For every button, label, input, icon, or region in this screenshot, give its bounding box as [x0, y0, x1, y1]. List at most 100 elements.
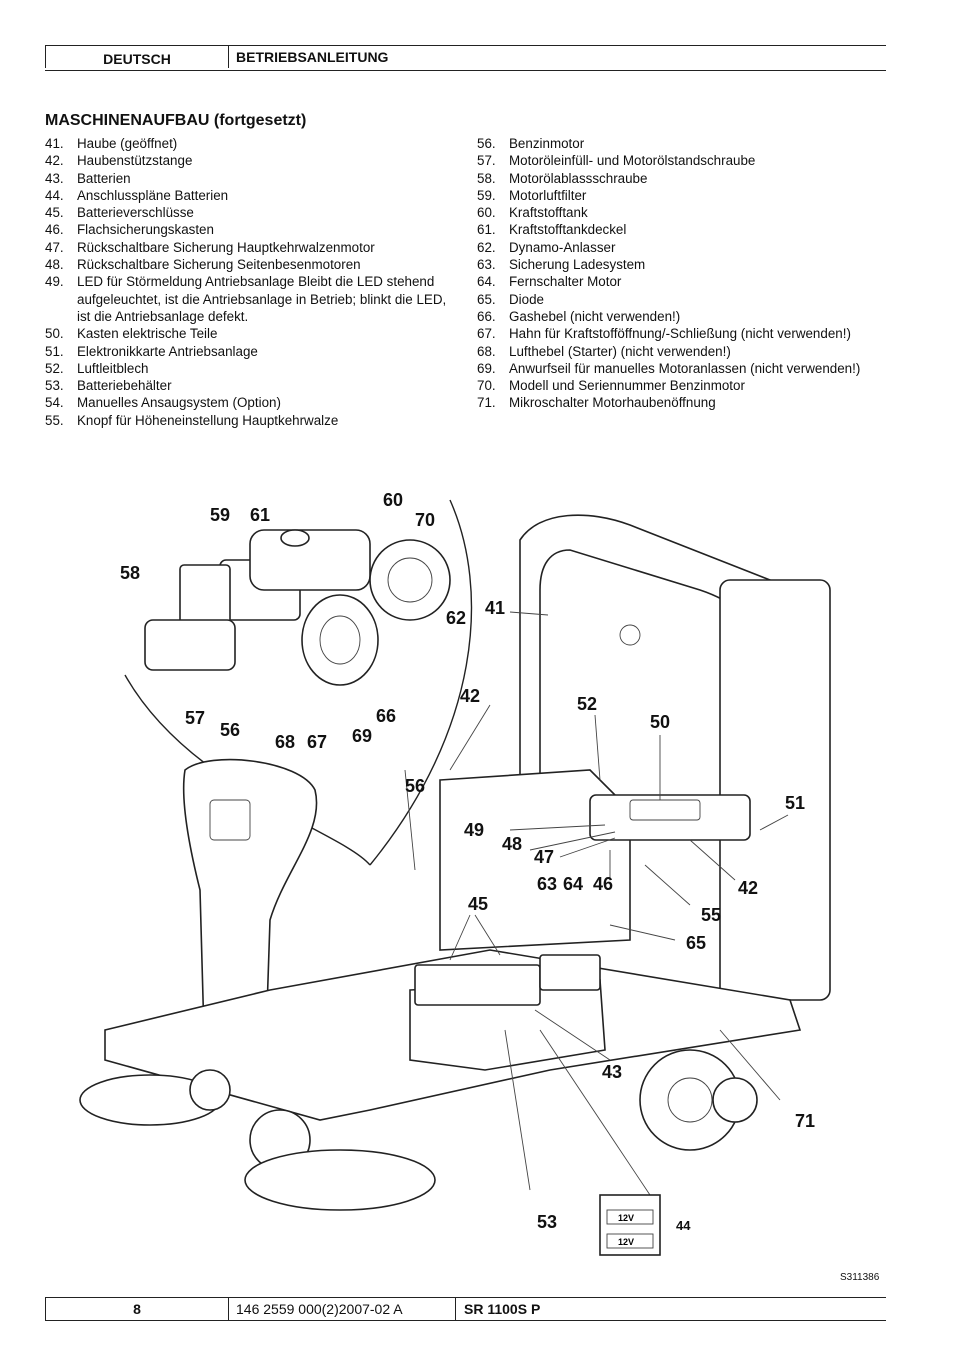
list-item: 45.Batterieverschlüsse	[45, 204, 455, 221]
item-text: Batteriebehälter	[77, 378, 172, 394]
item-text: Flachsicherungskasten	[77, 222, 214, 238]
item-number: 55.	[45, 412, 64, 428]
item-number: 41.	[45, 136, 64, 151]
item-text: Rückschaltbare Sicherung Seitenbesenmoto…	[77, 257, 361, 273]
item-text: Fernschalter Motor	[509, 274, 622, 290]
list-item: 50.Kasten elektrische Teile	[45, 325, 455, 342]
item-number: 44.	[45, 187, 64, 203]
item-text: Haube (geöffnet)	[77, 136, 178, 151]
list-item: 56.Benzinmotor	[477, 135, 897, 152]
callout-45: 45	[468, 894, 489, 914]
machine-drawing: 12V 12V	[79, 499, 831, 1256]
item-number: 59.	[477, 187, 496, 203]
callout-42-top: 42	[460, 686, 481, 706]
item-text: Batterien	[77, 170, 131, 186]
item-text: Anwurfseil für manuelles Motoranlassen (…	[509, 360, 861, 376]
machine-diagram: 12V 12V 59 61 60 70 58 62 41 42 57 56 68…	[70, 470, 890, 1290]
callout-68: 68	[275, 732, 296, 752]
list-item: 60. Kraftstofftank	[477, 204, 897, 221]
callout-57: 57	[185, 708, 206, 728]
list-item: 65. Diode	[477, 291, 897, 308]
callout-58: 58	[120, 563, 141, 583]
page-number: 8	[45, 1298, 229, 1320]
list-item: 61.Kraftstofftankdeckel	[477, 221, 897, 238]
list-item: 69.Anwurfseil für manuelles Motoranlasse…	[477, 360, 897, 377]
list-item: 57. Motoröleinfüll- und Motorölstandschra…	[477, 152, 897, 169]
list-item: 58. Motorölablassschraube	[477, 170, 897, 187]
item-text: Modell und Seriennummer Benzinmotor	[509, 378, 745, 394]
page-footer: 8 146 2559 000(2)2007-02 A SR 1100S P	[45, 1297, 886, 1321]
item-number: 48.	[45, 257, 64, 273]
list-item: 49. LED für Störmeldung Antriebsanlage Bl…	[45, 273, 455, 325]
item-number: 57.	[477, 153, 496, 169]
list-item: 51.Elektronikkarte Antriebsanlage	[45, 343, 455, 360]
item-text: Mikroschalter Motorhaubenöffnung	[509, 395, 716, 411]
item-number: 61.	[477, 222, 496, 238]
callout-66: 66	[376, 706, 397, 726]
item-text: Knopf für Höheneinstellung Hauptkehrwalz…	[77, 412, 339, 428]
list-item: 63.Sicherung Ladesystem	[477, 256, 897, 273]
item-number: 53.	[45, 378, 64, 394]
callout-41: 41	[485, 598, 506, 618]
item-text: Motorölablassschraube	[509, 170, 648, 186]
callout-49: 49	[464, 820, 485, 840]
list-item: 48. Rückschaltbare Sicherung Seitenbesenm…	[45, 256, 455, 273]
callout-61: 61	[250, 505, 271, 525]
item-number: 42.	[45, 153, 64, 169]
model-name: SR 1100S P	[455, 1298, 895, 1320]
item-number: 68.	[477, 343, 496, 359]
item-number: 65.	[477, 291, 496, 307]
list-item: 54.Manuelles Ansaugsystem (Option)	[45, 394, 455, 411]
list-item: 62.Dynamo-Anlasser	[477, 239, 897, 256]
callout-55: 55	[701, 905, 722, 925]
item-number: 63.	[477, 257, 496, 273]
item-text: Lufthebel (Starter) (nicht verwenden!)	[509, 343, 731, 359]
battery-label-bottom: 12V	[618, 1237, 634, 1247]
item-text: Haubenstützstange	[77, 153, 193, 169]
callout-65: 65	[686, 933, 707, 953]
callout-56: 56	[405, 776, 426, 796]
item-number: 56.	[477, 136, 496, 151]
item-number: 70.	[477, 378, 496, 394]
callout-62: 62	[446, 608, 467, 628]
item-number: 52.	[45, 360, 64, 376]
callout-43: 43	[602, 1062, 623, 1082]
item-number: 49.	[45, 274, 64, 290]
callout-67: 67	[307, 732, 328, 752]
callout-70: 70	[415, 510, 436, 530]
item-text: Manuelles Ansaugsystem (Option)	[77, 395, 281, 411]
item-number: 71.	[477, 395, 496, 411]
list-item: 67.Hahn für Kraftstofföffnung/-Schließun…	[477, 325, 897, 342]
section-title: MASCHINENAUFBAU (fortgesetzt)	[45, 112, 307, 129]
item-text: Kraftstofftank	[509, 205, 588, 221]
list-item: 71. Mikroschalter Motorhaubenöffnung	[477, 394, 897, 411]
item-number: 60.	[477, 205, 496, 221]
item-text: LED für Störmeldung Antriebsanlage Bleib…	[77, 274, 447, 324]
item-text: Luftleitblech	[77, 360, 149, 376]
list-item: 59.Motorluftfilter	[477, 187, 897, 204]
item-number: 66.	[477, 308, 496, 324]
callout-60: 60	[383, 490, 404, 510]
callout-44: 44	[676, 1218, 691, 1233]
callout-52: 52	[577, 694, 598, 714]
item-text: Diode	[509, 291, 544, 307]
parts-list-left: 41. Haube (geöffnet) 42. Haubenstützstange 4…	[45, 135, 455, 429]
item-number: 64.	[477, 274, 496, 290]
list-item: 52. Luftleitblech	[45, 360, 455, 377]
item-text: Hahn für Kraftstofföffnung/-Schließung (…	[509, 326, 851, 342]
callout-47: 47	[534, 847, 555, 867]
list-item: 46.Flachsicherungskasten	[45, 221, 455, 238]
item-text: Gashebel (nicht verwenden!)	[509, 308, 681, 324]
callout-51: 51	[785, 793, 806, 813]
item-text: Motoröleinfüll- und Motorölstandschraube	[509, 153, 756, 169]
callout-59: 59	[210, 505, 231, 525]
list-item: 64. Fernschalter Motor	[477, 273, 897, 290]
document-number: 146 2559 000(2)2007-02 A	[236, 1301, 403, 1317]
callout-53: 53	[537, 1212, 558, 1232]
callout-71: 71	[795, 1111, 816, 1131]
page-header: DEUTSCH BETRIEBSANLEITUNG	[45, 45, 886, 71]
item-text: Anschlusspläne Batterien	[77, 187, 229, 203]
item-text: Elektronikkarte Antriebsanlage	[77, 343, 258, 359]
item-number: 58.	[477, 170, 496, 186]
